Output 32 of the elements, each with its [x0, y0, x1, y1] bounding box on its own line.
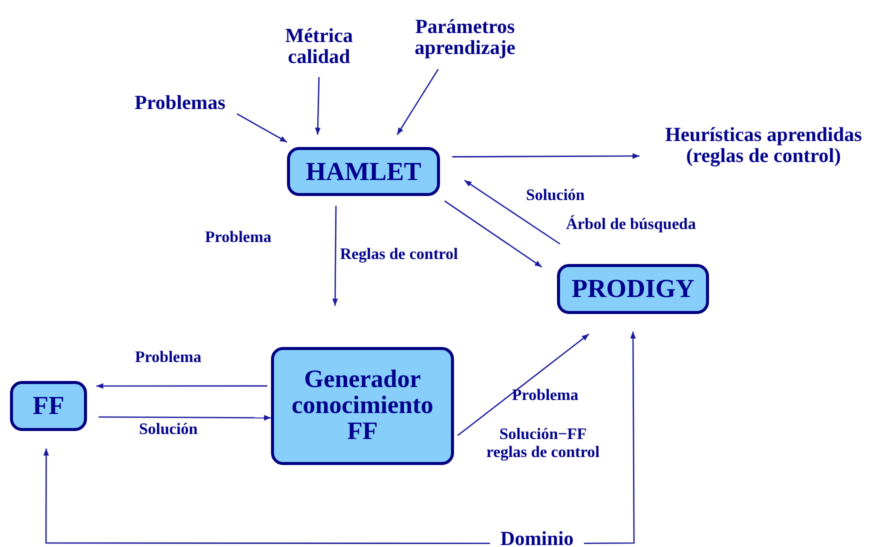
- process-box: [10, 381, 87, 431]
- flow-note: Problema: [135, 349, 202, 367]
- box-label: PRODIGY: [572, 275, 694, 303]
- arrow: [98, 414, 271, 421]
- process-box: [287, 147, 440, 196]
- node-text: Problemas: [134, 92, 226, 114]
- flow-note: Solución: [526, 187, 585, 205]
- box-label: HAMLET: [306, 158, 422, 186]
- arrow: [452, 153, 640, 159]
- process-box: [271, 347, 454, 465]
- arrow: [43, 448, 490, 544]
- flow-note: Problema: [512, 387, 578, 405]
- flow-note: Árbol de búsqueda: [566, 216, 696, 234]
- node-text: Métrica calidad: [284, 26, 354, 68]
- box-label: Generador conocimiento FF: [290, 366, 434, 446]
- arrow: [314, 76, 321, 135]
- node-text: Heurísticas aprendidas (reglas de control): [664, 125, 863, 167]
- arrow: [96, 383, 268, 389]
- node-text: Dominio: [500, 528, 574, 547]
- process-box: [557, 264, 709, 314]
- flow-note: Problema: [205, 229, 272, 247]
- box-label: FF: [32, 392, 64, 420]
- arrow: [457, 333, 590, 436]
- flow-note: Reglas de control: [340, 246, 458, 264]
- arrow: [464, 180, 560, 245]
- arrow: [584, 332, 636, 544]
- node-text: Parámetros aprendizaje: [414, 17, 516, 59]
- arrow: [332, 206, 338, 306]
- flow-note: Solución−FF reglas de control: [485, 426, 601, 462]
- arrow: [444, 200, 542, 268]
- arrow: [396, 68, 439, 136]
- flow-note: Solución: [139, 421, 198, 439]
